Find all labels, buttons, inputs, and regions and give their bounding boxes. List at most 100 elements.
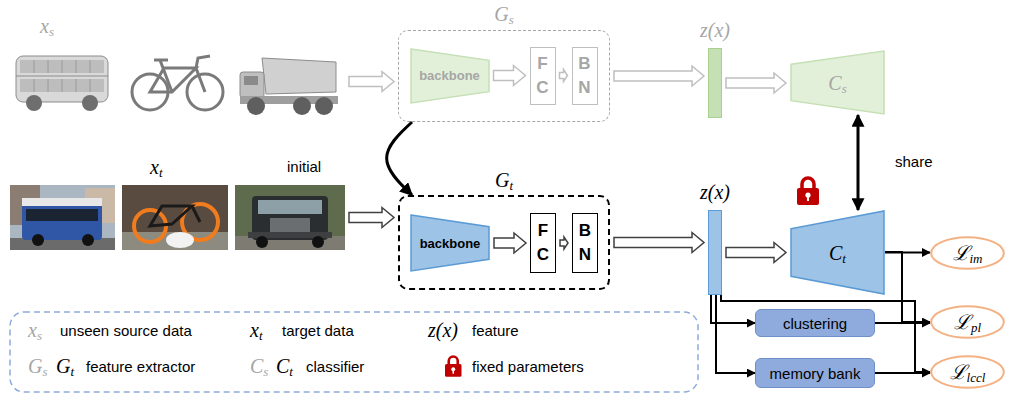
legend-item: target data [282, 322, 354, 339]
ellipse-outline [931, 237, 1004, 269]
legend-symbol: Ct [276, 356, 293, 376]
legend-symbol: Gs [28, 356, 48, 376]
target-bus-photo-part [10, 185, 115, 250]
block-arrow [349, 72, 394, 92]
target-bus-photo-part [32, 234, 44, 246]
legend-symbol: xs [28, 320, 42, 340]
legend-text: fixed parameters [472, 358, 584, 375]
symbol-main: ℒ [953, 242, 970, 264]
source-truck-render-part [244, 76, 258, 85]
node-label: ℒlccl [950, 362, 986, 382]
source-bike-render-part [150, 56, 210, 92]
source-truck-render-part [247, 97, 265, 115]
edge-label: share [893, 153, 935, 170]
symbol-subscript: s [37, 328, 42, 343]
connectors [349, 66, 930, 374]
backbone-trapezoid: backbone [410, 214, 490, 272]
process-box: memory bank [755, 358, 875, 388]
block-arrow [614, 233, 704, 253]
source-truck-render-part [315, 97, 333, 115]
loss-ellipse: ℒlccl [930, 355, 1005, 389]
block-arrow [494, 233, 526, 253]
process-box: clustering [755, 309, 875, 337]
lock-icon [797, 178, 819, 205]
source-bike-render [132, 56, 223, 110]
source-bus-render-part [16, 76, 108, 77]
classifier-trapezoid: Ct [790, 210, 885, 295]
symbol-subscript: t [159, 165, 163, 180]
node-heading: z(x) [700, 182, 730, 202]
lock-icon-part [802, 178, 814, 189]
symbol-subscript: s [263, 364, 268, 379]
source-truck-render [240, 58, 338, 115]
legend-lock-icon-part [449, 357, 458, 365]
connector-arrow [387, 122, 412, 195]
target-bus-photo-part [22, 198, 102, 206]
bn-layer-box: B N [572, 47, 598, 105]
symbol-subscript: lccl [967, 370, 986, 385]
source-bus-render-part [16, 56, 108, 102]
legend-item: feature extractor [86, 358, 195, 375]
source-truck-render-part [293, 97, 311, 115]
target-bus-photo-part [22, 198, 102, 240]
target-bus-photo-part [26, 209, 98, 221]
ellipse-outline [931, 306, 1004, 338]
target-truck-photo-part [256, 236, 268, 248]
node-heading: z(x) [700, 20, 730, 40]
symbol-main: G [495, 169, 509, 191]
node-label: ℒpl [954, 312, 981, 332]
target-bike-photo [122, 185, 228, 250]
legend-text: feature [472, 322, 519, 339]
connector-arrow [857, 115, 860, 210]
feature-bar: z(x) [708, 210, 722, 295]
symbol-subscript: s [842, 81, 847, 96]
node-label: backbone [419, 68, 480, 83]
node-label: clustering [783, 315, 847, 332]
symbol-subscript: pl [971, 320, 981, 335]
node-label: memory bank [770, 365, 861, 382]
legend-item: unseen source data [60, 322, 192, 339]
lock-icon-part [797, 188, 819, 205]
symbol-subscript: s [42, 364, 47, 379]
legend-symbol: Gt [56, 356, 74, 376]
symbol-main: x [150, 156, 159, 178]
image-group: xs [10, 45, 345, 118]
fc-layer-box: F C [530, 47, 556, 105]
symbol-main: C [276, 355, 289, 377]
symbol-main: x [40, 15, 49, 37]
node-label: backbone [420, 236, 481, 251]
target-bike-photo-part [150, 206, 200, 226]
loss-ellipse: ℒpl [930, 305, 1005, 339]
node-label: B N [576, 52, 593, 100]
image-group: xt [10, 185, 345, 250]
legend-text: unseen source data [60, 322, 192, 339]
legend-item: fixed parameters [472, 358, 584, 375]
symbol-subscript: im [970, 251, 983, 266]
legend-symbol: z(x) [428, 320, 458, 340]
node-heading: Gt [495, 170, 513, 190]
source-bus-render-part [34, 60, 90, 92]
legend-text: classifier [306, 358, 364, 375]
block-arrow [349, 208, 394, 228]
symbol-subscript: t [842, 251, 846, 266]
trapezoid-outline [791, 51, 884, 114]
target-truck-photo-part [235, 185, 345, 250]
target-bike-photo-part [166, 232, 194, 248]
fc-layer-box: F C [530, 213, 556, 273]
edge-label: initial [285, 158, 323, 175]
trapezoid-outline [411, 215, 489, 271]
classifier-trapezoid: Cs [790, 50, 885, 115]
legend-symbol: Cs [250, 356, 268, 376]
node-heading: xt [150, 157, 163, 177]
source-truck-render-part [262, 58, 336, 94]
node-label: F C [534, 52, 551, 100]
target-bus-photo-part [82, 234, 94, 246]
symbol-main: C [828, 72, 841, 94]
target-truck-photo-part [312, 236, 324, 248]
legend-lock-icon-part [445, 364, 462, 377]
node-label: B N [577, 219, 594, 267]
node-label: Cs [828, 73, 846, 93]
block-arrow [494, 66, 526, 86]
source-bus-render [16, 56, 108, 111]
